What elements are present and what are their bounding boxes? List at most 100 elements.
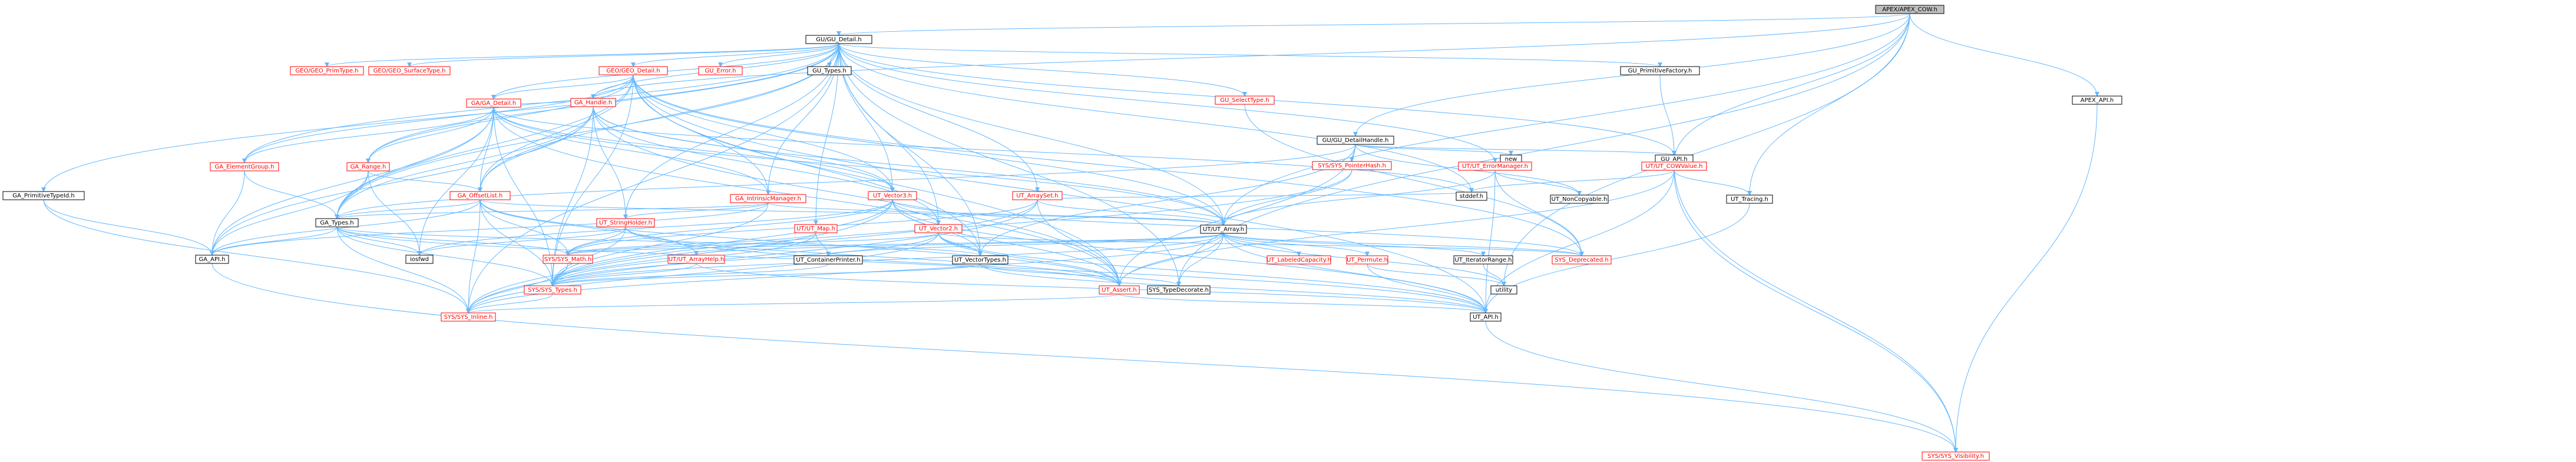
edge-ut_array-to-ut_iteratorrange [1223,233,1486,256]
edge-ga_range-to-ga_offsetlist [368,170,482,192]
node-gu_api[interactable]: GU_API.h [1655,154,1694,164]
node-ut_arrayhelp[interactable]: UT/UT_ArrayHelp.h [667,255,725,264]
node-ut_noncopyable[interactable]: UT_NonCopyable.h [1550,194,1609,204]
node-box-ut_noncopyable [1550,194,1609,204]
edge-ut_vector3-to-ut_assert [892,199,1122,286]
edge-ut_array-to-ut_api [1223,233,1488,314]
node-gu_detail[interactable]: GU/GU_Detail.h [805,35,872,44]
node-box-ut_errormanager [1458,161,1532,171]
node-sys_visibility[interactable]: SYS/SYS_Visibility.h [1922,451,1990,461]
node-label-sys_types: SYS/SYS_Types.h [528,287,577,293]
node-sys_deprecated[interactable]: SYS_Deprecated.h [1552,255,1612,265]
node-label-ut_arrayhelp: UT/UT_ArrayHelp.h [669,256,724,263]
edge-gu_primfactory-to-gu_api [1659,74,1676,156]
edge-geo_detail-to-ga_offsetlist [478,74,634,192]
node-ut_cowvalue[interactable]: UT/UT_COWValue.h [1641,161,1707,171]
node-ga_types[interactable]: GA_Types.h [315,218,359,227]
node-root[interactable]: APEX/APEX_COW.h [1875,5,1945,14]
node-ga_detail[interactable]: GA/GA_Detail.h [466,98,521,108]
edge-ut_iteratorrange-to-utility [1483,263,1506,286]
edge-ut_assert-to-ut_api [1119,293,1488,314]
node-geo_primtype[interactable]: GEO/GEO_PrimType.h [290,66,364,75]
node-gu_error[interactable]: GU_Error.h [698,66,743,75]
node-box-gu_detail [805,35,872,44]
node-ga_api[interactable]: GA_API.h [195,255,229,264]
node-ut_stringholder[interactable]: UT_StringHolder.h [596,218,655,227]
node-ut_assert[interactable]: UT_Assert.h [1099,285,1140,295]
edge-ga_handle-to-ga_api [210,106,594,256]
node-ga_range[interactable]: GA_Range.h [346,162,390,171]
node-label-gu_types: GU_Types.h [812,68,846,74]
node-sys_pointerhash[interactable]: SYS/SYS_PointerHash.h [1312,161,1392,170]
node-box-ut_assert [1099,285,1140,295]
node-ut_map[interactable]: UT/UT_Map.h [794,224,838,233]
edge-gu_detail-to-ga_primtypedefs [41,43,839,192]
edge-ga_offsetlist-to-sys_inline [466,199,481,314]
node-label-gu_selecttype: GU_SelectType.h [1220,97,1269,104]
edge-gu_detail-to-ut_array [838,43,1226,226]
node-ut_array[interactable]: UT/UT_Array.h [1200,225,1247,234]
node-sys_math[interactable]: SYS/SYS_Math.h [543,255,593,264]
node-box-ga_intrinsicmgr [730,194,806,203]
node-ga_primtypedefs[interactable]: GA_PrimitiveTypeId.h [2,191,85,200]
node-gu_primfactory[interactable]: GU_PrimitiveFactory.h [1620,66,1700,75]
node-label-ut_stringholder: UT_StringHolder.h [599,220,652,226]
edge-gu_detail-to-ut_stringholder [623,43,839,219]
node-box-ga_elementgroup [210,162,279,171]
node-ga_intrinsicmgr[interactable]: GA_IntrinsicManager.h [730,194,806,203]
node-label-geo_primtype: GEO/GEO_PrimType.h [295,68,358,74]
node-ga_elementgroup[interactable]: GA_ElementGroup.h [210,162,279,171]
node-ut_vector3[interactable]: UT_Vector3.h [868,191,917,200]
edge-ut_array-to-sys_inline [466,233,1224,314]
edge-gu_detailhandle-to-ga_types [335,144,1356,219]
edge-ut_assert-to-sys_inline [466,293,1120,314]
node-ut_vector2[interactable]: UT_Vector2.h [914,224,963,233]
node-sys_inline[interactable]: SYS/SYS_Inline.h [441,312,496,322]
edge-ut_vector3-to-sys_math [566,199,893,256]
node-ga_handle[interactable]: GA_Handle.h [570,98,616,107]
node-box-sys_inline [441,312,496,322]
edge-ga_types-to-sys_inline [336,226,471,314]
node-label-sys_deprecated: SYS_Deprecated.h [1555,257,1609,263]
node-label-ut_tracing: UT_Tracing.h [1731,196,1768,203]
node-label-ut_vectortypes: UT_VectorTypes.h [954,257,1006,263]
node-gu_selecttype[interactable]: GU_SelectType.h [1215,95,1275,105]
node-ut_errormanager[interactable]: UT/UT_ErrorManager.h [1458,161,1532,171]
node-label-ut_vector3: UT_Vector3.h [873,193,912,199]
node-gu_detailhandle[interactable]: GU/GU_DetailHandle.h [1317,136,1394,145]
node-utility[interactable]: utility [1490,285,1517,295]
node-box-ga_api [195,255,229,264]
edge-ga_detail-to-ga_elementgroup [242,107,494,163]
node-stddef[interactable]: stddef.h [1456,192,1487,201]
node-ut_containerprinter[interactable]: UT_ContainerPrinter.h [793,255,863,265]
node-geo_detail[interactable]: GEO/GEO_Detail.h [598,66,668,75]
node-ut_iteratorrange[interactable]: UT_IteratorRange.h [1453,255,1513,265]
node-ga_offsetlist[interactable]: GA_OffsetList.h [449,191,511,200]
node-label-ga_api: GA_API.h [199,256,226,263]
node-apex_api[interactable]: APEX_API.h [2072,95,2122,105]
edge-ut_containerprinter-to-sys_types [550,263,829,286]
node-box-utility [1490,285,1517,295]
node-geo_surfacetype[interactable]: GEO/GEO_SurfaceType.h [368,66,451,75]
node-sys_types[interactable]: SYS/SYS_Types.h [524,285,581,295]
edge-ga_detail-to-sys_types [493,107,555,286]
node-gu_types[interactable]: GU_Types.h [807,66,852,75]
node-ut_permute[interactable]: UT_Permute.h [1346,255,1388,265]
edge-ut_cowvalue-to-sys_visibility [1674,170,1958,453]
node-sys_typedecorate[interactable]: SYS_TypeDecorate.h [1147,285,1211,295]
node-iosfwd[interactable]: iosfwd [405,255,434,264]
edge-ga_detail-to-ga_api [210,107,494,256]
node-box-ut_api [1470,312,1502,322]
node-ut_labeledcapacity[interactable]: UT_LabeledCapacity.h [1266,255,1331,265]
edge-geo_detail-to-ga_elementgroup [242,74,634,163]
node-box-ut_tracing [1726,194,1773,204]
node-ut_api[interactable]: UT_API.h [1470,312,1502,322]
edge-geo_detail-to-ga_handle [591,74,634,99]
node-ut_vectortypes[interactable]: UT_VectorTypes.h [952,255,1008,265]
edge-ut_arrayset-to-sys_inline [466,199,1038,314]
node-ut_arrayset[interactable]: UT_ArraySet.h [1012,191,1063,200]
node-label-ut_array: UT/UT_Array.h [1203,226,1244,233]
node-new[interactable]: new [1500,154,1522,164]
node-ut_tracing[interactable]: UT_Tracing.h [1726,194,1773,204]
node-box-geo_detail [598,66,668,75]
